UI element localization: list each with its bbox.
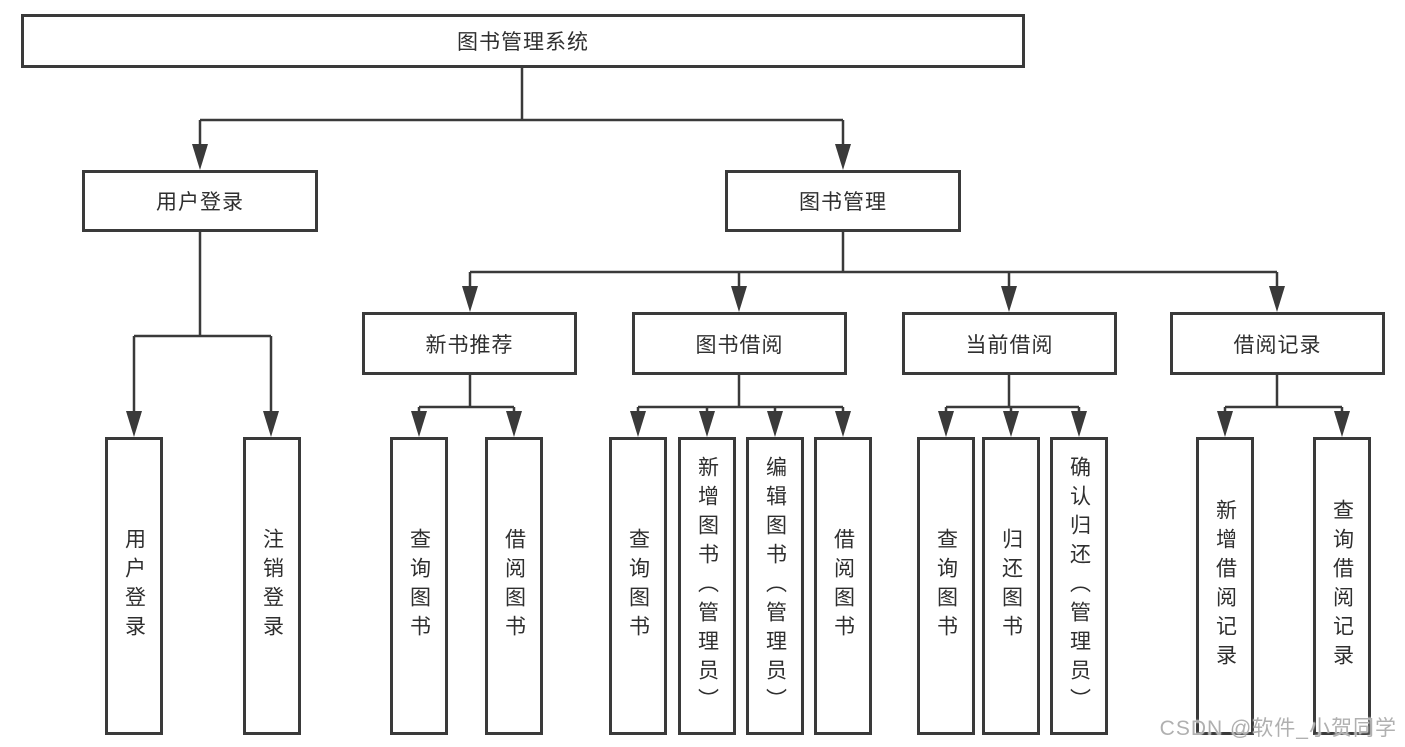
arrow-down-icon (1217, 411, 1233, 437)
leaf-confirm-return-admin: 确认归还（管理员） (1050, 437, 1108, 735)
arrow-down-icon (835, 411, 851, 437)
arrow-down-icon (938, 411, 954, 437)
leaf-query-borrow-record: 查询借阅记录 (1313, 437, 1371, 735)
node-book-management: 图书管理 (725, 170, 961, 232)
leaf-borrow-books: 借阅图书 (814, 437, 872, 735)
arrow-down-icon (835, 144, 851, 170)
node-label: 查询图书 (407, 528, 431, 644)
node-label: 归还图书 (999, 528, 1023, 644)
node-book-borrowing: 图书借阅 (632, 312, 847, 375)
leaf-return-books: 归还图书 (982, 437, 1040, 735)
arrow-down-icon (1003, 411, 1019, 437)
leaf-query-books-recommend: 查询图书 (390, 437, 448, 735)
node-user-login-group: 用户登录 (82, 170, 318, 232)
arrow-down-icon (506, 411, 522, 437)
leaf-logout: 注销登录 (243, 437, 301, 735)
arrow-down-icon (1269, 286, 1285, 312)
node-label: 编辑图书（管理员） (763, 455, 787, 717)
arrow-down-icon (767, 411, 783, 437)
arrowheads (126, 144, 1350, 437)
node-current-borrowing: 当前借阅 (902, 312, 1117, 375)
arrow-down-icon (192, 144, 208, 170)
node-label: 借阅图书 (831, 528, 855, 644)
node-label: 确认归还（管理员） (1067, 455, 1091, 717)
node-label: 图书管理 (799, 191, 887, 214)
arrow-down-icon (1001, 286, 1017, 312)
node-label: 借阅记录 (1233, 333, 1322, 357)
node-label: 注销登录 (260, 528, 284, 644)
arrow-down-icon (411, 411, 427, 437)
arrow-down-icon (630, 411, 646, 437)
arrow-down-icon (1334, 411, 1350, 437)
leaf-user-login: 用户登录 (105, 437, 163, 735)
arrow-down-icon (699, 411, 715, 437)
node-label: 用户登录 (122, 528, 146, 644)
arrow-down-icon (1071, 411, 1087, 437)
csdn-watermark: CSDN @软件_小贺同学 (1159, 717, 1397, 740)
arrow-down-icon (462, 286, 478, 312)
leaf-add-books-admin: 新增图书（管理员） (678, 437, 736, 735)
node-new-book-recommendation: 新书推荐 (362, 312, 577, 375)
leaf-add-borrow-record: 新增借阅记录 (1196, 437, 1254, 735)
node-library-management-system: 图书管理系统 (21, 14, 1025, 68)
node-label: 图书管理系统 (457, 31, 589, 54)
leaf-query-books-borrow: 查询图书 (609, 437, 667, 735)
leaf-query-books-current: 查询图书 (917, 437, 975, 735)
node-label: 图书借阅 (695, 333, 784, 357)
arrow-down-icon (126, 411, 142, 437)
node-label: 查询借阅记录 (1330, 499, 1354, 673)
leaf-borrow-books-recommend: 借阅图书 (485, 437, 543, 735)
node-label: 借阅图书 (502, 528, 526, 644)
node-label: 查询图书 (626, 528, 650, 644)
node-borrowing-records: 借阅记录 (1170, 312, 1385, 375)
node-label: 新增借阅记录 (1213, 499, 1237, 673)
node-label: 当前借阅 (965, 333, 1054, 357)
node-label: 用户登录 (156, 191, 244, 214)
node-label: 新增图书（管理员） (695, 455, 719, 717)
node-label: 新书推荐 (425, 333, 514, 357)
node-label: 查询图书 (934, 528, 958, 644)
leaf-edit-books-admin: 编辑图书（管理员） (746, 437, 804, 735)
arrow-down-icon (731, 286, 747, 312)
arrow-down-icon (263, 411, 279, 437)
